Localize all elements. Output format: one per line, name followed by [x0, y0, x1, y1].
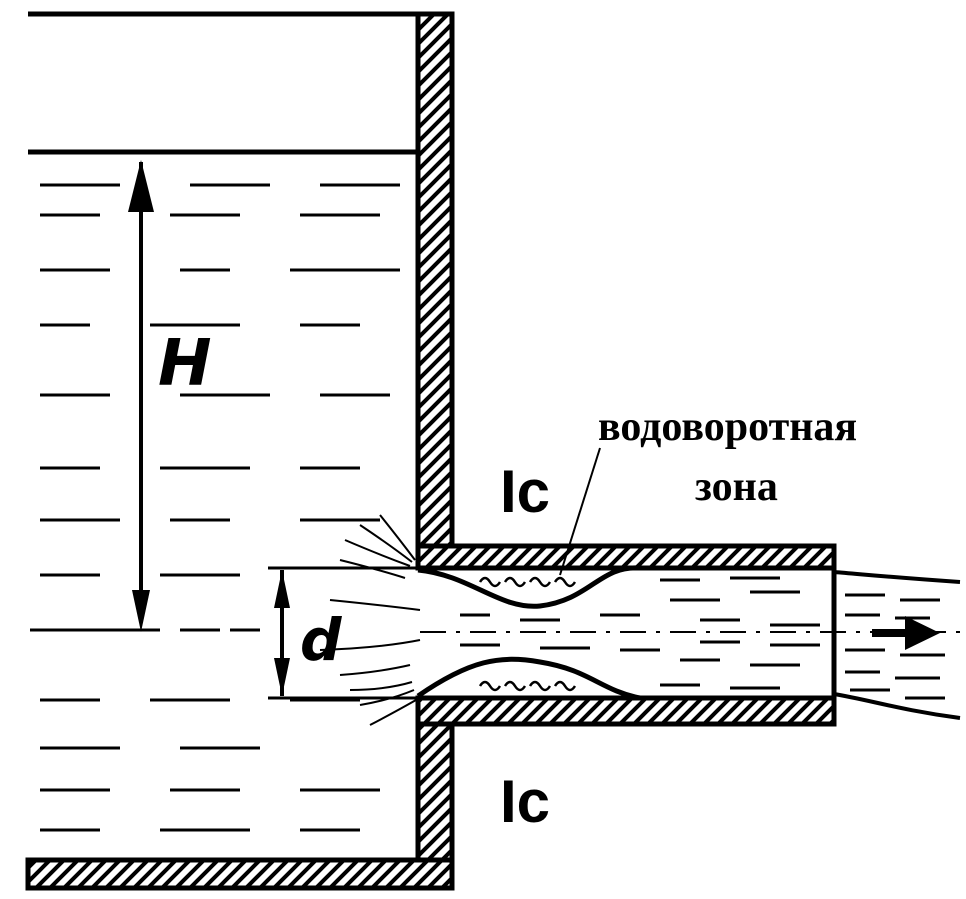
- head-dimension: [30, 160, 260, 632]
- nozzle-flow-dashes: [460, 576, 820, 690]
- eddy-zone-label-line2: зона: [695, 464, 778, 510]
- eddy-zone-lower: [478, 680, 577, 692]
- nozzle-upper-wall: [415, 543, 837, 571]
- eddy-zone-leader: [559, 447, 601, 576]
- diameter-label: d: [300, 606, 342, 674]
- diameter-dimension: [268, 566, 420, 700]
- flow-direction-arrow: [872, 616, 940, 650]
- tank-bottom: [25, 857, 455, 891]
- outflow-jet-dashes: [845, 593, 945, 700]
- head-label: H: [158, 327, 212, 401]
- outflow-jet-upper: [833, 570, 961, 584]
- tank-wall-upper: [415, 11, 455, 553]
- eddy-zone-label-line1: водоворотная: [598, 404, 857, 450]
- jet-upper-boundary: [417, 565, 641, 609]
- eddy-zone-upper: [478, 576, 577, 588]
- nozzle-lower-wall: [415, 695, 837, 727]
- section-label-top: Ic: [500, 458, 550, 525]
- tank-water-dashes: [40, 183, 400, 832]
- section-label-bottom: Ic: [500, 768, 550, 835]
- jet-lower-boundary: [416, 656, 641, 701]
- inlet-streamlines: [319, 514, 421, 726]
- outflow-jet-lower: [833, 692, 961, 720]
